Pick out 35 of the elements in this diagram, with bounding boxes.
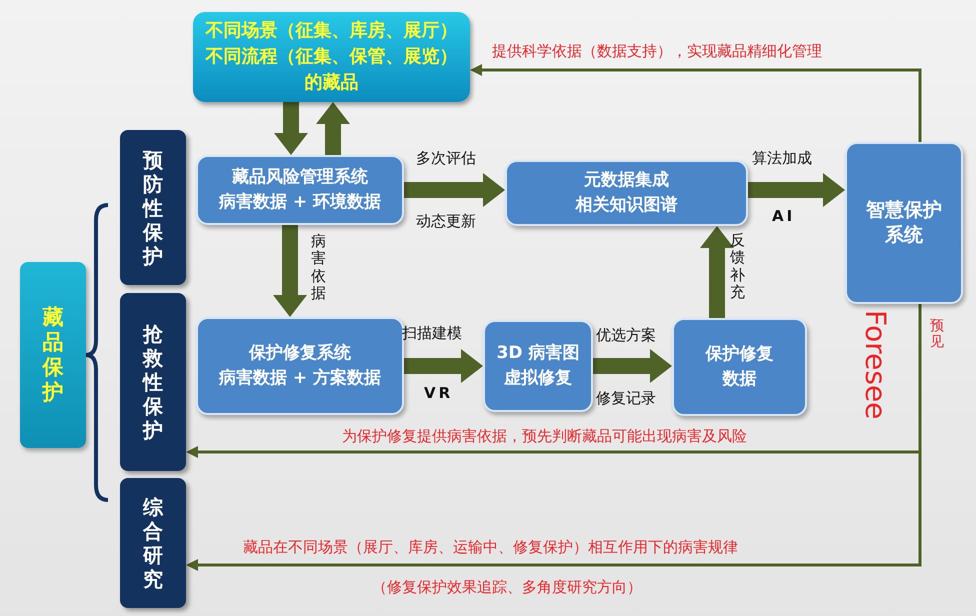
arrow [748,173,845,207]
arrow [273,225,307,317]
arrow [404,173,505,207]
label: （修复保护效果追踪、多角度研究方向） [372,577,642,598]
process-box: 元数据集成 相关知识图谱 [505,160,748,226]
edge-label: 为保护修复提供病害依据，预先判断藏品可能出现病害及风险 [342,426,747,447]
label: 修复记录 [596,388,656,409]
arrow [274,102,308,155]
edge-label: 藏品在不同场景（展厅、库房、运输中、修复保护）相互作用下的病害规律 [243,537,738,558]
arrow [593,349,672,383]
arrow [404,349,483,383]
edge-label: 提供科学依据（数据支持），实现藏品精细化管理 [492,41,822,62]
arrow [470,64,922,142]
edge-label: 优选方案 [596,325,656,346]
edge-label: 反馈补充 [730,232,745,301]
edge-label: 多次评估 [416,148,476,169]
label: 预见 [930,318,944,350]
arrow [700,226,734,318]
process-box: 智慧保护系统 [845,142,963,304]
category-box: 预防性保护 [120,130,186,285]
process-box: 保护修复数据 [672,318,807,416]
category-box: 抢救性保护 [120,293,186,471]
label: Foresee [858,310,893,420]
edge-label: 病害依据 [311,233,326,302]
process-box: 3D 病害图 虚拟修复 [483,320,593,412]
edge-label: 扫描建模 [402,323,462,344]
label: 动态更新 [416,211,476,232]
process-box: 不同场景（征集、库房、展厅）不同流程（征集、保管、展览）的藏品 [193,12,470,102]
arrow [316,102,350,155]
label: VR [424,383,454,404]
category-box: 综合研究 [120,478,186,608]
edge-label: 算法加成 [752,148,812,169]
category-box: 藏品保护 [20,262,86,448]
process-box: 藏品风险管理系统 病害数据 + 环境数据 [196,155,404,225]
label: AI [772,206,796,227]
